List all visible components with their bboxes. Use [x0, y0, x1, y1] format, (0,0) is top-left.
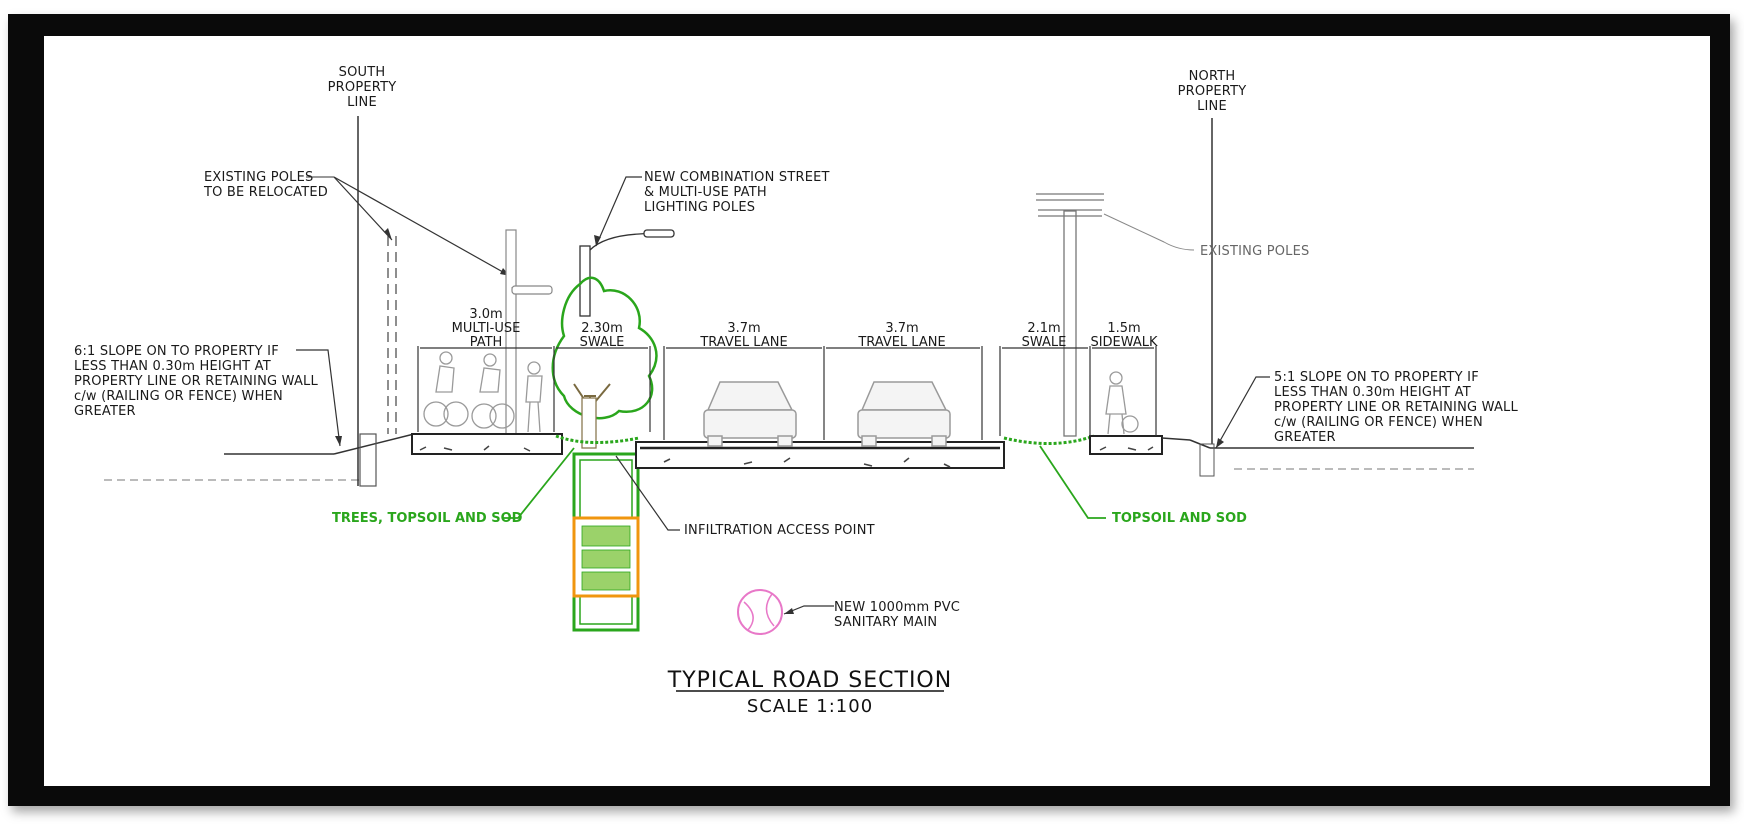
new-lighting-pole	[579, 229, 675, 317]
dim-swale-right-value: 2.1m	[1027, 321, 1060, 336]
pedestrian-figure	[1105, 371, 1139, 435]
tree	[551, 276, 658, 449]
right-slope-line-2: LESS THAN 0.30m HEIGHT AT	[1274, 385, 1471, 400]
dim-lane-2-label: TRAVEL LANE	[857, 335, 945, 350]
new-lighting-callout: NEW COMBINATION STREET & MULTI-USE PATH …	[594, 170, 830, 247]
existing-pole-left	[359, 236, 397, 487]
dim-path-label-2: PATH	[470, 335, 503, 350]
infiltration-trench	[572, 452, 640, 632]
south-property-label-3: LINE	[347, 95, 377, 110]
dimension-lines	[417, 346, 1157, 440]
existing-poles-callout: EXISTING POLES	[1103, 213, 1310, 259]
right-swale-sod	[1003, 434, 1095, 445]
left-swale-sod	[555, 434, 640, 444]
trees-topsoil-callout: TREES, TOPSOIL AND SOD	[332, 447, 575, 526]
dim-swale-right-label: SWALE	[1022, 335, 1067, 350]
north-property-label-1: NORTH	[1189, 69, 1236, 84]
dim-swale-left-label: SWALE	[580, 335, 625, 350]
infiltration-label: INFILTRATION ACCESS POINT	[684, 523, 875, 538]
left-slope-line-2: LESS THAN 0.30m HEIGHT AT	[74, 359, 271, 374]
drawing-sheet: SOUTH PROPERTY LINE NORTH PROPERTY LINE …	[44, 36, 1710, 786]
drawing-frame: SOUTH PROPERTY LINE NORTH PROPERTY LINE …	[8, 14, 1730, 806]
dim-lane-1-label: TRAVEL LANE	[699, 335, 787, 350]
south-property-label-2: PROPERTY	[328, 80, 397, 95]
road-section-drawing: SOUTH PROPERTY LINE NORTH PROPERTY LINE …	[74, 65, 1518, 717]
topsoil-label: TOPSOIL AND SOD	[1112, 511, 1247, 526]
right-slope-line-1: 5:1 SLOPE ON TO PROPERTY IF	[1274, 370, 1479, 385]
right-slope-line-4: c/w (RAILING OR FENCE) WHEN	[1274, 415, 1483, 430]
left-slope-line-5: GREATER	[74, 404, 136, 419]
north-property-label-2: PROPERTY	[1178, 84, 1247, 99]
infiltration-chambers	[581, 525, 631, 591]
road-pavement	[635, 441, 1005, 469]
topsoil-callout: TOPSOIL AND SOD	[1039, 445, 1247, 526]
sanitary-main-line-2: SANITARY MAIN	[834, 615, 937, 630]
dim-path-label-1: MULTI-USE	[452, 321, 521, 336]
new-lighting-line-3: LIGHTING POLES	[644, 200, 755, 215]
cyclists-figures	[423, 351, 543, 433]
existing-streetlight-left	[505, 229, 553, 437]
right-slope-note: 5:1 SLOPE ON TO PROPERTY IF LESS THAN 0.…	[1215, 370, 1518, 449]
title-block: TYPICAL ROAD SECTION SCALE 1:100	[667, 668, 952, 717]
dim-swale-left-value: 2.30m	[581, 321, 623, 336]
existing-utility-pole	[1036, 193, 1104, 437]
south-property-line: SOUTH PROPERTY LINE	[328, 65, 397, 486]
south-property-label-1: SOUTH	[339, 65, 386, 80]
trees-topsoil-label: TREES, TOPSOIL AND SOD	[332, 511, 523, 526]
existing-poles-label: EXISTING POLES	[1200, 244, 1310, 259]
dim-path-value: 3.0m	[469, 307, 502, 322]
ground-lines	[104, 433, 1474, 481]
north-property-label-3: LINE	[1197, 99, 1227, 114]
dim-lane-2-value: 3.7m	[885, 321, 918, 336]
sanitary-main-line-1: NEW 1000mm PVC	[834, 600, 960, 615]
existing-poles-relocated-line-2: TO BE RELOCATED	[203, 185, 328, 200]
car-lane-1	[703, 381, 797, 447]
existing-poles-relocated-callout: EXISTING POLES TO BE RELOCATED	[203, 170, 511, 277]
dim-lane-1-value: 3.7m	[727, 321, 760, 336]
north-property-line: NORTH PROPERTY LINE	[1178, 69, 1247, 477]
car-lane-2	[857, 381, 951, 447]
new-lighting-line-1: NEW COMBINATION STREET	[644, 170, 830, 185]
existing-poles-relocated-line-1: EXISTING POLES	[204, 170, 314, 185]
sanitary-main: NEW 1000mm PVC SANITARY MAIN	[737, 589, 960, 635]
right-slope-line-3: PROPERTY LINE OR RETAINING WALL	[1274, 400, 1518, 415]
right-slope-line-5: GREATER	[1274, 430, 1336, 445]
left-slope-line-4: c/w (RAILING OR FENCE) WHEN	[74, 389, 283, 404]
drawing-title: TYPICAL ROAD SECTION	[667, 668, 952, 693]
infiltration-callout: INFILTRATION ACCESS POINT	[615, 455, 875, 538]
left-slope-note: 6:1 SLOPE ON TO PROPERTY IF LESS THAN 0.…	[74, 344, 342, 447]
multi-use-path-slab	[411, 433, 563, 455]
left-slope-line-3: PROPERTY LINE OR RETAINING WALL	[74, 374, 318, 389]
drawing-scale: SCALE 1:100	[747, 696, 873, 717]
left-slope-line-1: 6:1 SLOPE ON TO PROPERTY IF	[74, 344, 279, 359]
new-lighting-line-2: & MULTI-USE PATH	[644, 185, 767, 200]
dim-sidewalk-label: SIDEWALK	[1090, 335, 1158, 350]
dim-sidewalk-value: 1.5m	[1107, 321, 1140, 336]
sidewalk-slab	[1089, 435, 1191, 455]
